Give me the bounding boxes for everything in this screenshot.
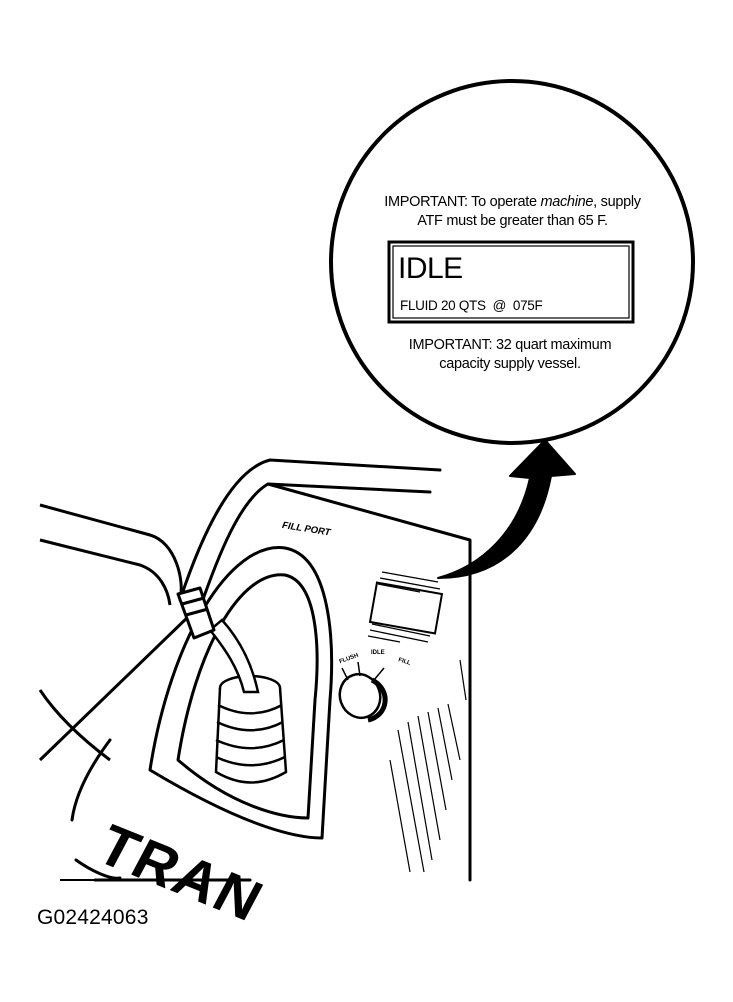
panel-text-lines bbox=[367, 571, 441, 643]
important-line1-post: , supply bbox=[593, 194, 641, 210]
side-text-lines bbox=[389, 659, 467, 873]
supply-bottle bbox=[38, 503, 216, 762]
display-fluid-reading: FLUID 20 QTS @ 075F bbox=[400, 298, 543, 313]
display-box-outer bbox=[387, 240, 635, 324]
display-status: IDLE bbox=[398, 252, 463, 285]
important-line2: ATF must be greater than 65 F. bbox=[417, 213, 608, 229]
callout-circle bbox=[329, 79, 695, 445]
pointer-arrow bbox=[437, 439, 576, 579]
selector-knob bbox=[338, 661, 388, 723]
capacity-line1: IMPORTANT: 32 quart maximum bbox=[408, 337, 612, 353]
capacity-line2: capacity supply vessel. bbox=[439, 356, 581, 372]
display-box-inner bbox=[392, 245, 630, 319]
important-operating-note: IMPORTANT: To operate machine, supply AT… bbox=[350, 193, 675, 231]
important-line1-italic: machine bbox=[540, 194, 594, 210]
fluid-stream bbox=[208, 618, 260, 694]
panel-display bbox=[368, 581, 444, 635]
important-line1-pre: IMPORTANT: To operate bbox=[384, 194, 541, 210]
figure-id: G02424063 bbox=[37, 906, 149, 929]
switch-label-idle: IDLE bbox=[371, 650, 385, 656]
capacity-note: IMPORTANT: 32 quart maximum capacity sup… bbox=[365, 336, 655, 374]
